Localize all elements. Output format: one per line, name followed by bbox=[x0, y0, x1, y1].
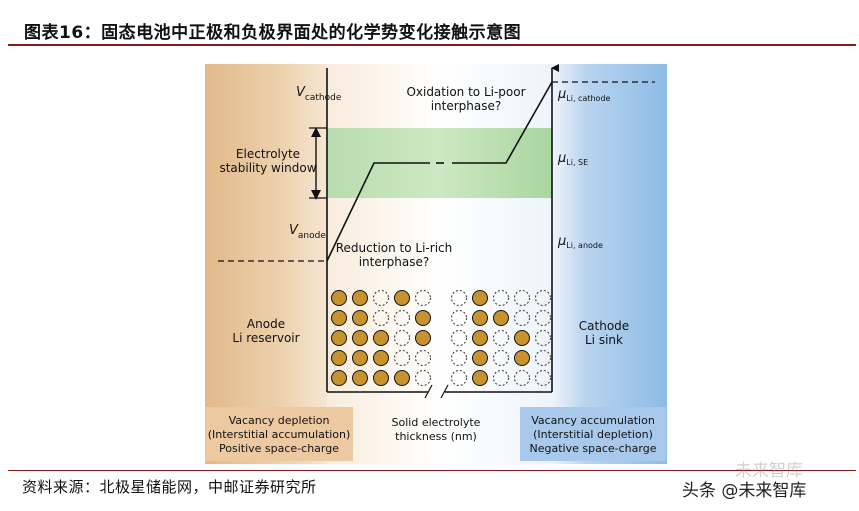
lithium-atom bbox=[331, 330, 347, 346]
vacancy-site bbox=[535, 330, 551, 346]
axis-break-mark bbox=[440, 384, 449, 399]
stability-window-arrow-head bbox=[311, 127, 321, 137]
vacancy-depletion-box bbox=[205, 407, 353, 461]
figure-title-bar: 图表16：固态电池中正极和负极界面处的化学势变化接触示意图 bbox=[8, 10, 856, 44]
vacancy-site bbox=[451, 350, 467, 366]
lithium-atom bbox=[352, 370, 368, 386]
title-rule bbox=[8, 44, 856, 46]
vacancy-site bbox=[514, 290, 530, 306]
thickness-label: Solid electrolyte bbox=[392, 416, 481, 429]
vacancy-site bbox=[394, 330, 410, 346]
figure-title: 图表16：固态电池中正极和负极界面处的化学势变化接触示意图 bbox=[24, 23, 522, 43]
lithium-atom bbox=[331, 370, 347, 386]
vacancy-site bbox=[493, 330, 509, 346]
chemical-potential-profile bbox=[452, 81, 553, 164]
v-cathode-label: Vcathode bbox=[296, 85, 342, 103]
left-lithium-grid bbox=[331, 290, 431, 386]
lithium-atom bbox=[472, 290, 488, 306]
lithium-atom bbox=[373, 370, 389, 386]
watermark-ghost: 未来智库 bbox=[735, 461, 803, 481]
vacancy-accumulation-text: (Interstitial depletion) bbox=[533, 428, 653, 441]
mu-anode-label: μLi, anode bbox=[557, 234, 603, 250]
lithium-atom bbox=[472, 350, 488, 366]
lithium-atom bbox=[472, 310, 488, 326]
v-anode-label: Vanode bbox=[289, 223, 326, 241]
vacancy-accumulation-box bbox=[520, 407, 666, 461]
lithium-atom bbox=[394, 370, 410, 386]
vacancy-depletion-text: Vacancy depletion bbox=[229, 414, 330, 427]
cathode-region bbox=[552, 64, 667, 464]
mu-cathode-label: μLi, cathode bbox=[557, 87, 611, 103]
lithium-atom bbox=[331, 350, 347, 366]
lithium-atom bbox=[352, 290, 368, 306]
vacancy-accumulation-text: Vacancy accumulation bbox=[531, 414, 655, 427]
reduction-label: interphase? bbox=[359, 255, 430, 269]
source-note: 资料来源：北极星储能网，中邮证券研究所 bbox=[22, 478, 317, 496]
vacancy-site bbox=[514, 370, 530, 386]
vacancy-site bbox=[415, 370, 431, 386]
lithium-atom bbox=[373, 330, 389, 346]
oxidation-label: interphase? bbox=[431, 99, 502, 113]
oxidation-label: Oxidation to Li-poor bbox=[406, 85, 525, 99]
cathode-label: Li sink bbox=[585, 333, 623, 347]
lithium-atom bbox=[352, 350, 368, 366]
watermark: 头条 @未来智库 bbox=[682, 481, 807, 501]
lithium-atom bbox=[472, 370, 488, 386]
vacancy-site bbox=[451, 330, 467, 346]
stability-window-arrow-head bbox=[311, 190, 321, 200]
source-rule bbox=[8, 470, 856, 471]
vacancy-site bbox=[451, 310, 467, 326]
vacancy-site bbox=[451, 370, 467, 386]
anode-label: Li reservoir bbox=[232, 331, 299, 345]
lithium-atom bbox=[352, 330, 368, 346]
vacancy-site bbox=[373, 310, 389, 326]
vacancy-depletion-text: Positive space-charge bbox=[219, 442, 339, 455]
electrolyte-window-label: Electrolyte bbox=[236, 147, 300, 161]
lithium-atom bbox=[331, 310, 347, 326]
vacancy-depletion-text: (Interstitial accumulation) bbox=[208, 428, 351, 441]
vacancy-site bbox=[373, 290, 389, 306]
vacancy-site bbox=[394, 310, 410, 326]
vacancy-site bbox=[415, 290, 431, 306]
axis-break-mark bbox=[424, 384, 433, 399]
cathode-label: Cathode bbox=[579, 319, 629, 333]
lithium-atom bbox=[514, 350, 530, 366]
lithium-atom bbox=[373, 350, 389, 366]
vacancy-site bbox=[535, 370, 551, 386]
vacancy-site bbox=[535, 350, 551, 366]
chemical-potential-profile bbox=[326, 162, 430, 262]
thickness-label: thickness (nm) bbox=[395, 430, 477, 443]
lithium-atom bbox=[514, 330, 530, 346]
right-lithium-grid bbox=[451, 290, 551, 386]
anode-region bbox=[205, 64, 327, 464]
vacancy-site bbox=[535, 310, 551, 326]
lithium-atom bbox=[472, 330, 488, 346]
mu-se-label: μLi, SE bbox=[557, 151, 588, 167]
vacancy-site bbox=[493, 370, 509, 386]
vacancy-site bbox=[493, 350, 509, 366]
lithium-atom bbox=[493, 310, 509, 326]
vacancy-site bbox=[535, 290, 551, 306]
vacancy-site bbox=[394, 350, 410, 366]
lithium-atom bbox=[331, 290, 347, 306]
lithium-atom bbox=[352, 310, 368, 326]
lithium-atom bbox=[415, 310, 431, 326]
electrolyte-window-label: stability window bbox=[219, 161, 316, 175]
reduction-label: Reduction to Li-rich bbox=[336, 241, 452, 255]
vacancy-site bbox=[493, 290, 509, 306]
lithium-atom bbox=[394, 290, 410, 306]
vacancy-site bbox=[514, 310, 530, 326]
anode-label: Anode bbox=[247, 317, 285, 331]
vacancy-site bbox=[451, 290, 467, 306]
lithium-atom bbox=[415, 330, 431, 346]
vacancy-accumulation-text: Negative space-charge bbox=[530, 442, 657, 455]
vacancy-site bbox=[415, 350, 431, 366]
